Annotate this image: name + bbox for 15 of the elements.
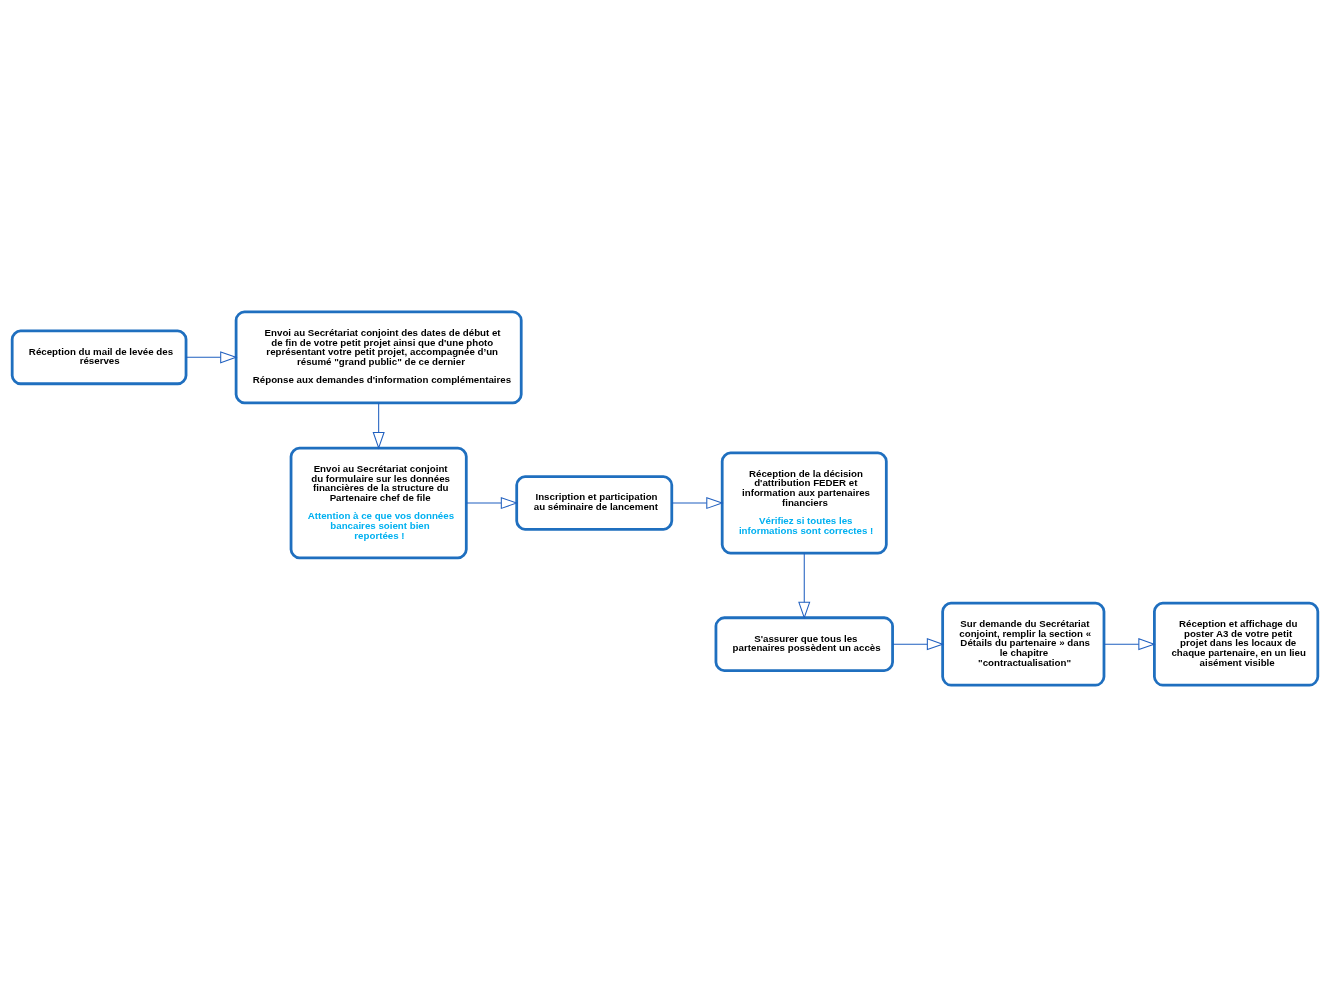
node-box: Envoi au Secrétariat conjoint des dates de début et de fin de votre petit projet ainsi que d'une photo représentant votre petit projet, accompagnée d’un résumé "grand public" de ce dernier Réponse aux demandes d'information complémentaires [234, 310, 523, 405]
arrow [465, 496, 519, 510]
node-box: Réception du mail de levée des réserves [10, 329, 188, 386]
arrow [372, 402, 385, 450]
node-box: Réception et affichage du poster A3 de votre petit projet dans les locaux de chaque partenaire, en un lieu aisément visible [1153, 601, 1320, 687]
arrow [798, 552, 811, 620]
arrow [185, 351, 238, 364]
node-box: Inscription et participation au séminaire de lancement [515, 475, 674, 531]
node-box: Réception de la décision d'attribution FEDER et information aux partenaires financiers Vérifiez si toutes les informations sont correctes ! [720, 451, 888, 555]
arrow [1103, 638, 1156, 651]
node-box: S'assurer que tous les partenaires possèdent un accès [714, 616, 894, 672]
node-box: Sur demande du Secrétariat conjoint, remplir la section « Détails du partenaire » dans le chapitre "contractualisation" [941, 601, 1106, 687]
arrow [892, 638, 945, 651]
arrow [671, 496, 724, 510]
node-box: Envoi au Secrétariat conjoint du formulaire sur les données financières de la structure du Partenaire chef de file Attention à ce que vos données bancaires soient bien reportées ! [289, 446, 468, 560]
